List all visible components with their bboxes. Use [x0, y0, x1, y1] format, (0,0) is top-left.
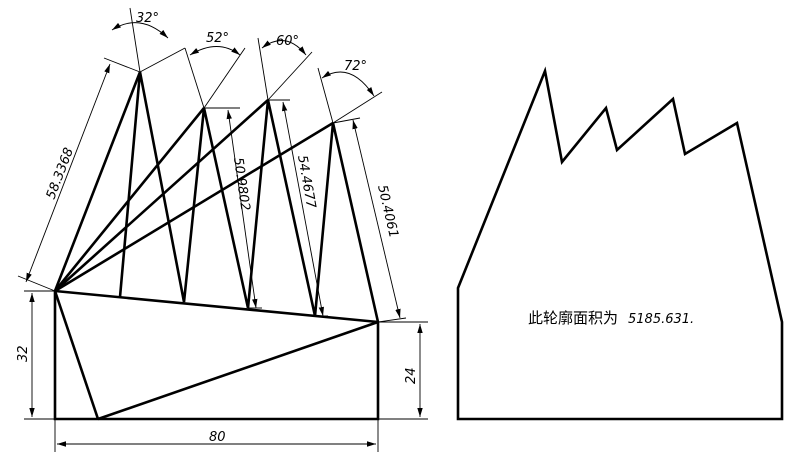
length-label-2: 50.9802: [230, 156, 252, 211]
diagonal-left: [53, 290, 100, 420]
height-right-label: 24: [404, 367, 419, 384]
length-dimensions: [17, 57, 407, 323]
ray-1: [53, 71, 142, 292]
diagonal-main: [97, 320, 379, 421]
base-outline: [53, 291, 380, 421]
length-label-4: 50.4061: [374, 184, 401, 240]
linear-dimensions: [24, 290, 428, 452]
length-label-1: 58.3368: [44, 146, 77, 202]
angle-label-2: 52°: [206, 31, 229, 46]
area-note-value: 5185.631.: [628, 312, 694, 327]
area-note-label: 此轮廓面积为: [528, 309, 618, 327]
result-outline: [456, 66, 784, 421]
area-note: 此轮廓面积为 5185.631.: [528, 309, 694, 327]
angle-label-3: 60°: [276, 34, 299, 49]
left-construction: [53, 71, 380, 421]
dimension-labels: 32° 52° 60° 72° 58.3368 50.9802 54.4677 …: [16, 11, 419, 445]
angle-label-4: 72°: [344, 59, 367, 74]
svg-text:此轮廓面积为 5185.631.: 此轮廓面积为 5185.631.: [528, 309, 694, 327]
angle-guides: [111, 7, 383, 124]
angle-label-1: 32°: [136, 11, 159, 26]
height-left-label: 32: [16, 345, 31, 362]
base-width-label: 80: [209, 430, 226, 445]
top-edge: [54, 289, 379, 324]
